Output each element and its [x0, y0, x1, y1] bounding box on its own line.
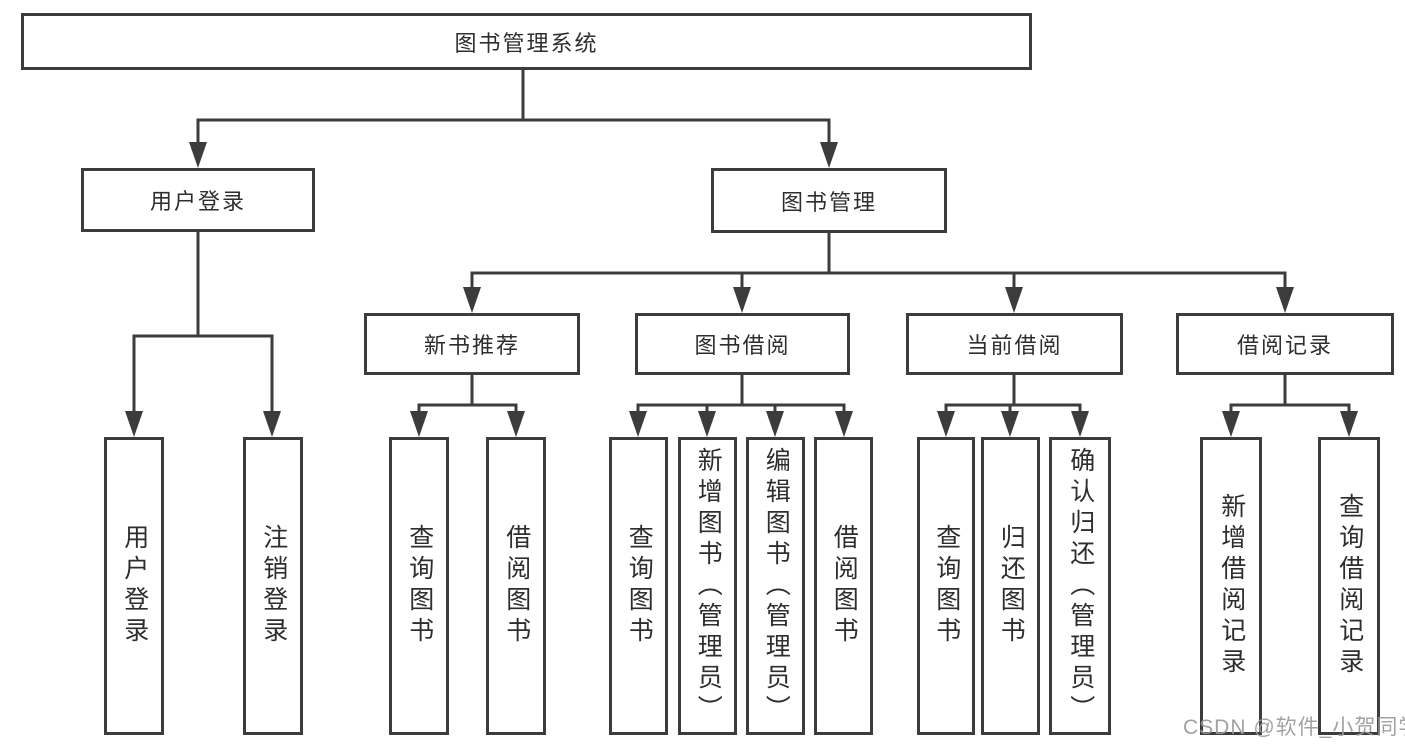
node-current-borrow: 当前借阅	[906, 313, 1123, 375]
leaf-return-book-label: 归还图书	[997, 524, 1026, 648]
leaf-return-book: 归还图书	[981, 437, 1040, 735]
leaf-query-books-borrow-label: 查询图书	[625, 524, 654, 648]
leaf-add-book-admin: 新增图书（管理员）	[678, 437, 737, 735]
leaf-confirm-return-admin-label: 确认归还（管理员）	[1066, 446, 1095, 726]
node-borrow-records: 借阅记录	[1176, 313, 1394, 375]
leaf-edit-book-admin-label: 编辑图书（管理员）	[762, 446, 791, 726]
leaf-query-books-current-label: 查询图书	[932, 524, 961, 648]
leaf-user-login-label: 用户登录	[120, 524, 149, 648]
leaf-query-borrow-record: 查询借阅记录	[1318, 437, 1380, 735]
node-book-management-label: 图书管理	[780, 189, 877, 215]
node-new-book-recommend-label: 新书推荐	[423, 333, 520, 358]
node-user-login-label: 用户登录	[149, 189, 246, 214]
leaf-borrow-books: 借阅图书	[814, 437, 873, 735]
leaf-edit-book-admin: 编辑图书（管理员）	[746, 437, 805, 735]
leaf-query-books-recommend-label: 查询图书	[405, 524, 434, 648]
leaf-logout: 注销登录	[243, 437, 303, 735]
node-current-borrow-label: 当前借阅	[966, 333, 1063, 358]
leaf-query-borrow-record-label: 查询借阅记录	[1335, 493, 1364, 679]
node-root: 图书管理系统	[21, 13, 1032, 70]
leaf-logout-label: 注销登录	[259, 524, 288, 648]
leaf-query-books-recommend: 查询图书	[389, 437, 449, 735]
node-borrow-records-label: 借阅记录	[1236, 333, 1333, 358]
leaf-confirm-return-admin: 确认归还（管理员）	[1049, 437, 1111, 735]
leaf-borrow-books-recommend: 借阅图书	[486, 437, 546, 735]
leaf-borrow-books-label: 借阅图书	[830, 524, 859, 648]
leaf-query-books-borrow: 查询图书	[609, 437, 668, 735]
leaf-add-borrow-record: 新增借阅记录	[1200, 437, 1262, 735]
node-book-management: 图书管理	[711, 168, 947, 233]
arrowheads	[125, 142, 1358, 437]
watermark: CSDN @软件_小贺同学	[1183, 716, 1405, 739]
leaf-borrow-books-recommend-label: 借阅图书	[502, 524, 531, 648]
leaf-add-borrow-record-label: 新增借阅记录	[1217, 493, 1246, 679]
node-root-label: 图书管理系统	[454, 30, 599, 56]
node-book-borrow: 图书借阅	[635, 313, 850, 375]
node-user-login: 用户登录	[81, 168, 315, 232]
leaf-add-book-admin-label: 新增图书（管理员）	[694, 446, 723, 726]
leaf-user-login: 用户登录	[104, 437, 164, 735]
node-book-borrow-label: 图书借阅	[694, 333, 791, 358]
node-new-book-recommend: 新书推荐	[364, 313, 580, 375]
leaf-query-books-current: 查询图书	[917, 437, 975, 735]
